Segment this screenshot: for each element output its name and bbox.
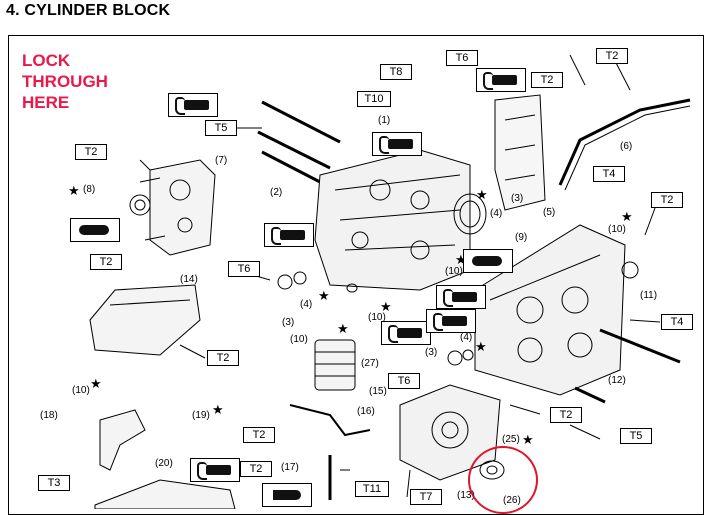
cover-part-7 — [149, 159, 216, 256]
torque-box: T2 — [243, 427, 275, 443]
part-number: (18) — [40, 410, 58, 421]
star-icon: ★ — [318, 288, 330, 303]
torque-box: T5 — [205, 120, 237, 136]
sealant-icon — [436, 285, 486, 309]
part-number: (14) — [180, 274, 198, 285]
torque-box: T5 — [620, 428, 652, 444]
grease-icon — [262, 483, 312, 507]
part-number: (9) — [515, 232, 528, 243]
part-number: (4) — [460, 332, 473, 343]
part-number: (10) — [72, 385, 90, 396]
torque-box: T2 — [531, 72, 563, 88]
part-number: (10) — [368, 312, 386, 323]
torque-box: T7 — [410, 489, 442, 505]
lock-note-line: LOCK — [22, 51, 71, 70]
part-number: (5) — [543, 207, 556, 218]
torque-box: T8 — [380, 64, 412, 80]
part-number: (10) — [445, 266, 463, 277]
sealant-icon — [372, 132, 422, 156]
pipe-part-16 — [289, 404, 371, 437]
tube-part-6 — [558, 98, 691, 186]
part-number: (2) — [270, 187, 283, 198]
torque-box: T2 — [651, 192, 683, 208]
star-icon: ★ — [337, 321, 349, 336]
torque-box: T4 — [661, 314, 693, 330]
torque-box: T10 — [357, 91, 391, 107]
sealant-icon — [381, 321, 431, 345]
part-number: (3) — [511, 193, 524, 204]
sealant-icon — [426, 309, 476, 333]
part-number: (11) — [640, 290, 658, 301]
star-icon: ★ — [90, 376, 102, 391]
oil-icon — [70, 218, 120, 242]
lock-note-line: THROUGH — [22, 72, 108, 91]
part-number: (25) — [502, 434, 520, 445]
torque-box: T4 — [593, 166, 625, 182]
sealant-icon — [190, 458, 240, 482]
torque-box: T2 — [75, 144, 107, 160]
torque-box: T3 — [38, 475, 70, 491]
part-number: (13) — [457, 490, 475, 501]
star-icon: ★ — [476, 187, 488, 202]
part-number: (19) — [192, 410, 210, 421]
star-icon: ★ — [621, 209, 633, 224]
star-icon: ★ — [522, 432, 534, 447]
torque-box: T6 — [446, 50, 478, 66]
part-number: (17) — [281, 462, 299, 473]
highlight-circle — [468, 446, 538, 514]
part-number: (15) — [369, 386, 387, 397]
star-icon: ★ — [380, 299, 392, 314]
star-icon: ★ — [212, 402, 224, 417]
part-number: (6) — [620, 141, 633, 152]
part-number: (27) — [361, 358, 379, 369]
part-number: (4) — [490, 208, 503, 219]
torque-box: T2 — [207, 350, 239, 366]
part-number: (16) — [357, 406, 375, 417]
part-number: (7) — [215, 155, 228, 166]
lock-note-line: HERE — [22, 93, 70, 112]
torque-box: T11 — [355, 481, 389, 497]
torque-box: T2 — [550, 407, 582, 423]
bracket-part-18 — [99, 409, 146, 471]
torque-box: T2 — [596, 48, 628, 64]
part-number: (4) — [300, 299, 313, 310]
part-number: (3) — [425, 347, 438, 358]
baffle-part-14 — [89, 284, 201, 356]
part-number: (20) — [155, 458, 173, 469]
star-icon: ★ — [475, 339, 487, 354]
part-number: (1) — [378, 115, 391, 126]
part-number: (10) — [290, 334, 308, 345]
torque-box: T2 — [240, 461, 272, 477]
part-number: (12) — [608, 375, 626, 386]
oil-pan-part-20 — [94, 479, 236, 509]
plate-part-5 — [494, 94, 546, 211]
torque-box: T6 — [388, 373, 420, 389]
part-number: (3) — [282, 317, 295, 328]
filter-part-15 — [314, 339, 356, 391]
torque-box: T6 — [228, 261, 260, 277]
crankcase-left-2 — [314, 149, 471, 291]
part-number: (10) — [608, 224, 626, 235]
sealant-icon — [476, 68, 526, 92]
oil-icon — [463, 249, 513, 273]
star-icon: ★ — [68, 183, 80, 198]
sealant-icon — [264, 223, 314, 247]
page-title: 4. CYLINDER BLOCK — [6, 2, 171, 19]
star-icon: ★ — [455, 252, 467, 267]
sealant-icon — [168, 93, 218, 117]
torque-box: T2 — [90, 254, 122, 270]
part-number: (8) — [83, 184, 96, 195]
lock-through-note: LOCK THROUGH HERE — [22, 50, 108, 113]
